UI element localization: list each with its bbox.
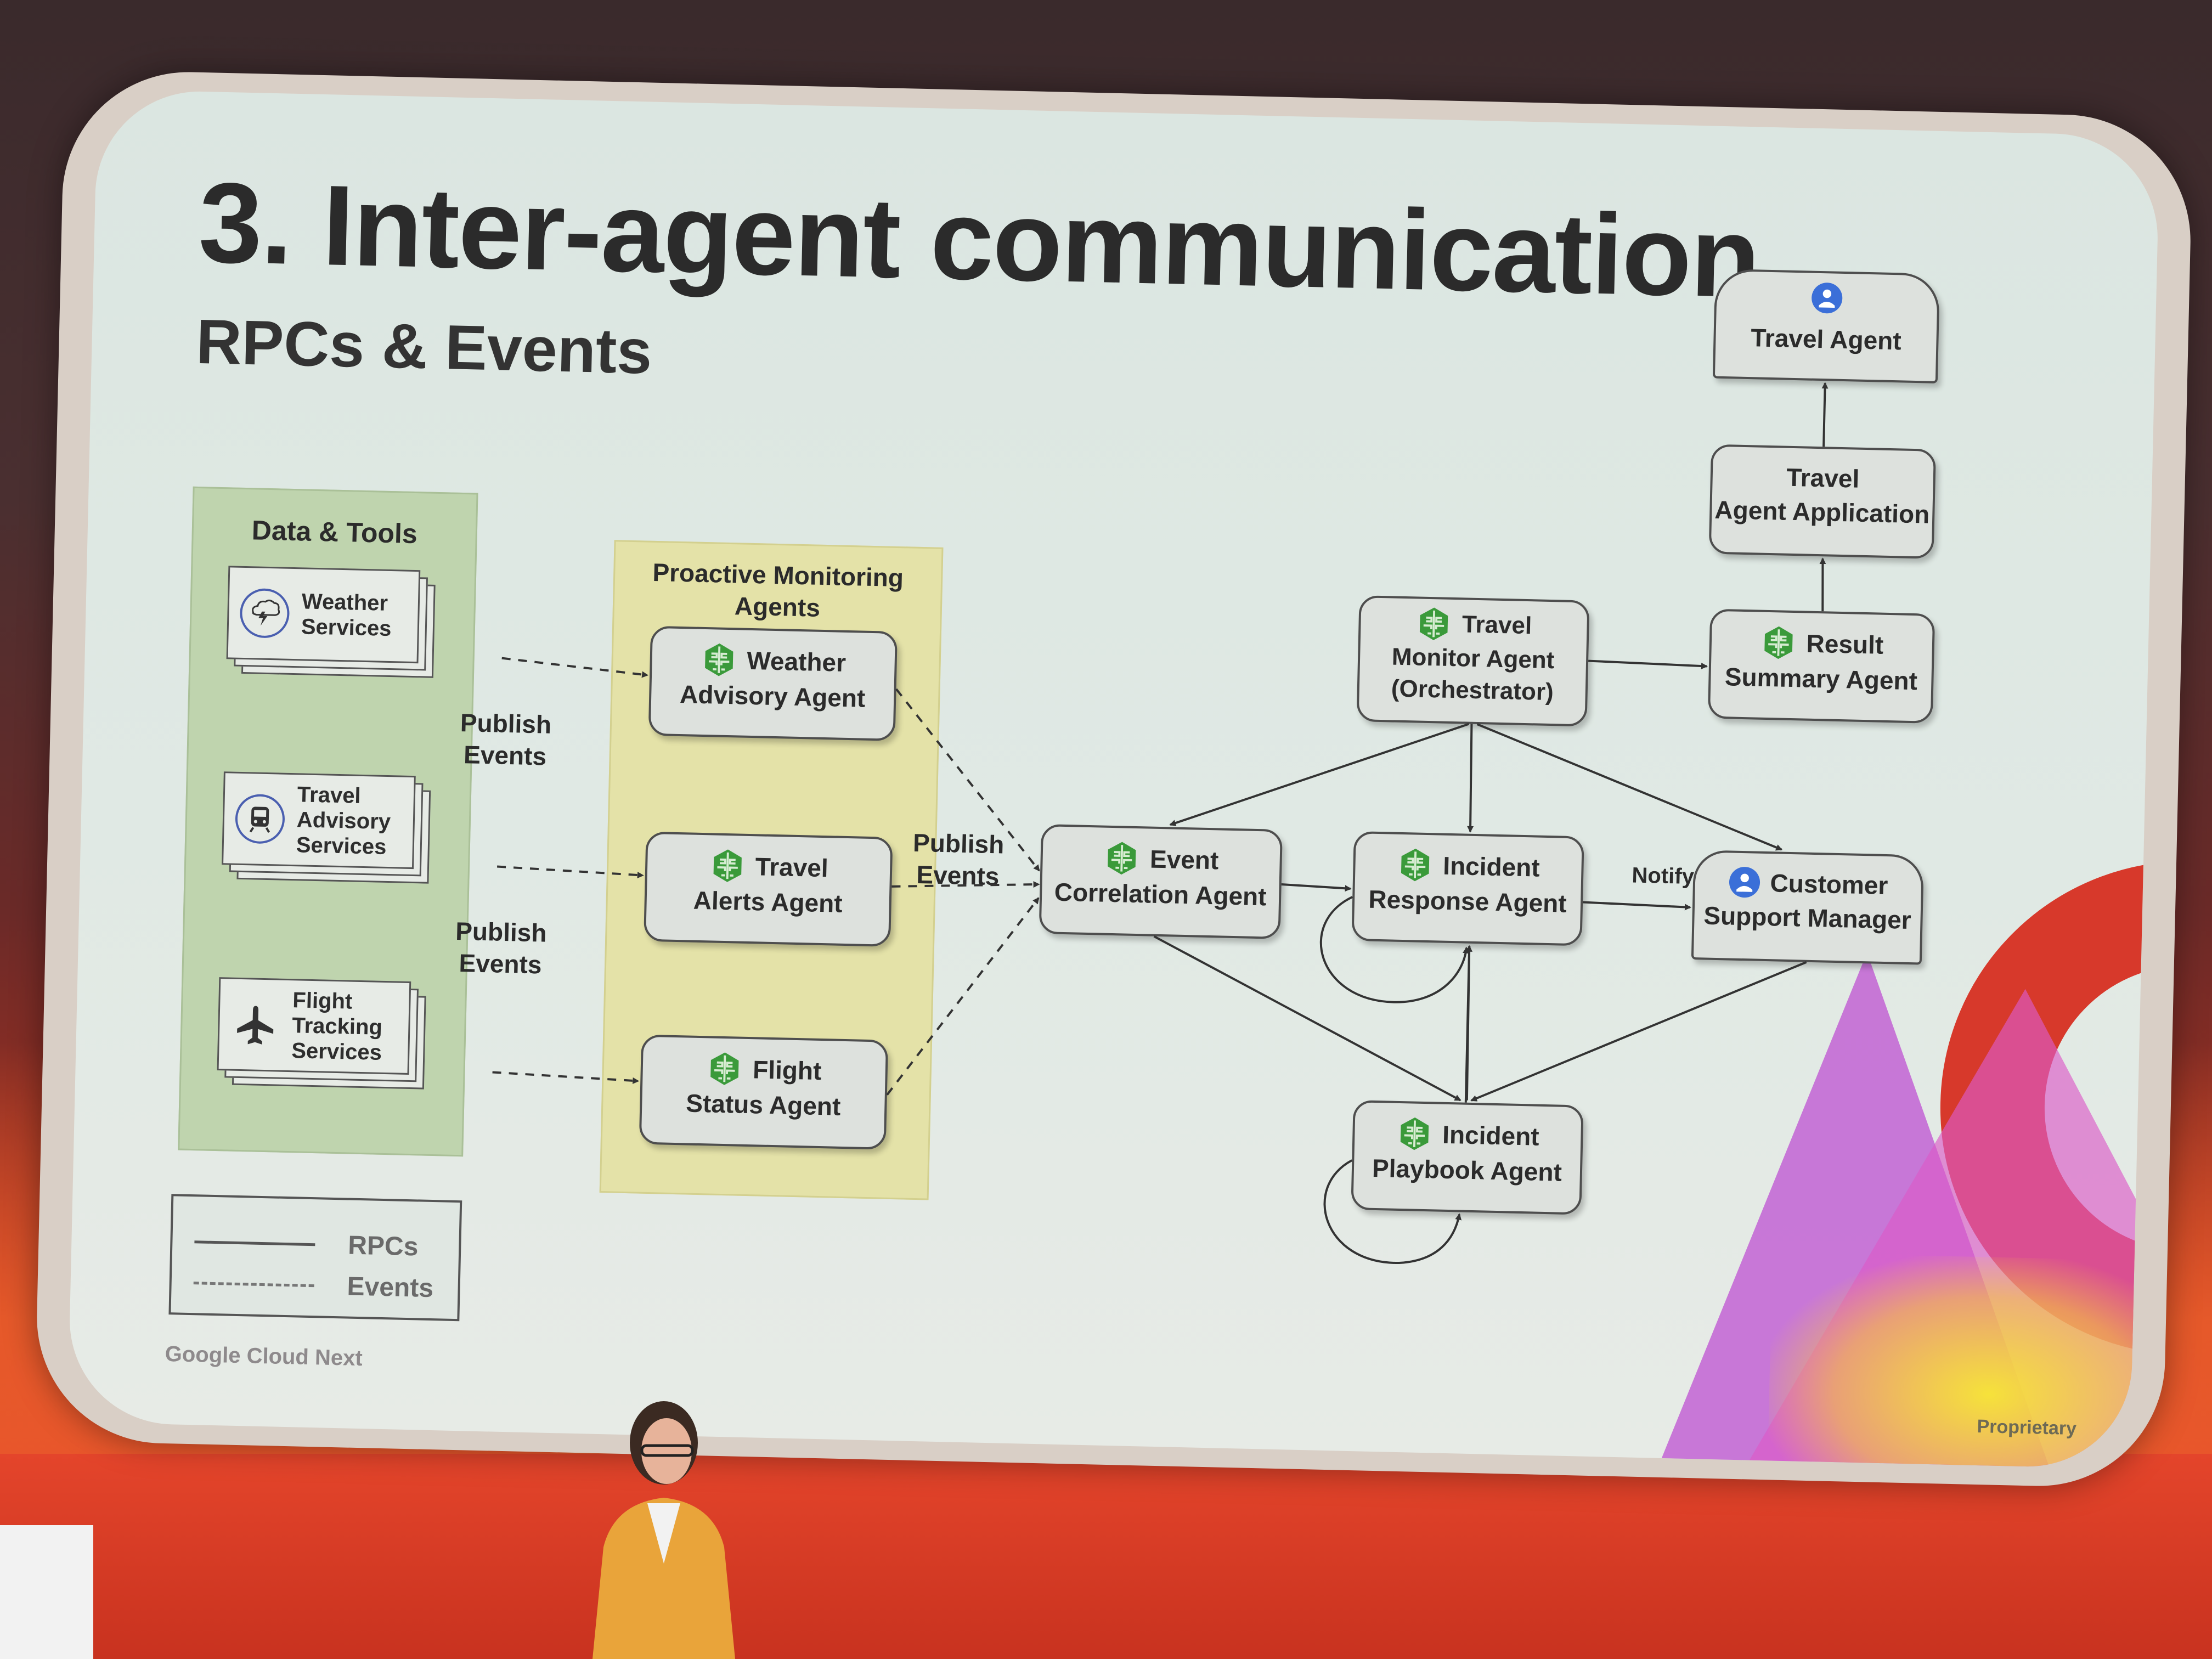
airplane-icon <box>230 1000 280 1050</box>
travel-agent-application-node: Travel Agent Application <box>1708 444 1937 559</box>
data-tools-group: Data & Tools Weather Services <box>178 486 478 1157</box>
edge-orchestrator-to-event-correlation <box>1169 723 1470 826</box>
stage-prop <box>0 1525 93 1659</box>
footer-brand: Google Cloud Next <box>165 1342 363 1371</box>
tool-card: Flight Tracking Services <box>217 977 411 1075</box>
presentation-slide: 3. Inter-agent communication RPCs & Even… <box>67 89 2160 1469</box>
customer-support-manager-node: Customer Support Manager <box>1691 850 1925 965</box>
tool-card: Weather Services <box>226 566 421 664</box>
edge-orchestrator-to-incident-response <box>1467 724 1474 833</box>
train-icon <box>234 793 285 844</box>
group-title: Data & Tools <box>251 515 418 550</box>
decorative-yellow-glow <box>1766 1252 2160 1469</box>
dashed-line-sample <box>193 1282 314 1288</box>
glasses-icon <box>640 1444 694 1457</box>
slide-subtitle: RPCs & Events <box>195 306 653 387</box>
travel-advisory-services-tool: Travel Advisory Services <box>222 771 431 884</box>
edge-orchestrator-to-customer-support <box>1476 723 1783 851</box>
presenter-shirt <box>647 1503 680 1564</box>
brain-icon <box>707 1050 743 1087</box>
travel-alerts-agent-node: Travel Alerts Agent <box>644 831 893 947</box>
solid-line-sample <box>194 1240 315 1246</box>
edge-event-correlation-to-incident-playbook <box>1153 935 1462 1102</box>
tool-card: Travel Advisory Services <box>222 771 416 870</box>
incident-response-agent-node: Incident Response Agent <box>1351 831 1584 946</box>
slide-title: 3. Inter-agent communication <box>197 159 1761 322</box>
tool-label: Weather Services <box>301 589 392 641</box>
presenter-jacket <box>592 1498 735 1659</box>
edge-orchestrator-to-result-summary <box>1588 659 1708 670</box>
footer-proprietary: Proprietary <box>1977 1416 2077 1440</box>
edge-result-summary-to-app <box>1819 557 1826 612</box>
incident-playbook-agent-node: Incident Playbook Agent <box>1351 1100 1584 1215</box>
result-summary-agent-node: Result Summary Agent <box>1707 608 1936 724</box>
weather-advisory-agent-node: Weather Advisory Agent <box>648 625 898 741</box>
legend-events: Events <box>193 1268 434 1304</box>
person-icon <box>1811 282 1843 314</box>
brain-icon <box>701 641 737 678</box>
presenter <box>592 1401 735 1659</box>
publish-events-label: Publish Events <box>455 916 548 979</box>
brain-icon <box>1415 605 1452 642</box>
weather-services-tool: Weather Services <box>226 566 436 678</box>
edge-playbook-to-incident-response <box>1464 945 1473 1103</box>
stage-floor <box>0 1454 2212 1659</box>
presenter-face <box>641 1418 692 1484</box>
edge-incident-response-to-playbook <box>1465 946 1471 1101</box>
tool-label: Travel Advisory Services <box>296 782 391 859</box>
travel-monitor-orchestrator-node: Travel Monitor Agent (Orchestrator) <box>1356 595 1590 727</box>
travel-agent-user-node: Travel Agent <box>1712 268 1940 383</box>
legend: RPCs Events <box>168 1194 462 1322</box>
event-correlation-agent-node: Event Correlation Agent <box>1039 824 1283 939</box>
storm-cloud-icon <box>239 588 290 639</box>
brain-icon <box>1103 840 1140 877</box>
brain-icon <box>1396 1115 1433 1152</box>
edge-event-correlation-to-incident-response <box>1281 883 1352 892</box>
brain-icon <box>1760 624 1797 661</box>
tool-label: Flight Tracking Services <box>291 988 383 1065</box>
group-title: Proactive Monitoring Agents <box>652 557 904 622</box>
brain-icon <box>709 847 746 884</box>
person-icon <box>1728 866 1760 898</box>
publish-events-label: Publish Events <box>912 828 1005 891</box>
brain-icon <box>1397 847 1434 883</box>
publish-events-label: Publish Events <box>460 708 552 771</box>
flight-status-agent-node: Flight Status Agent <box>639 1034 889 1150</box>
edge-incident-response-notify-customer-support <box>1583 901 1691 911</box>
flight-tracking-services-tool: Flight Tracking Services <box>217 977 426 1090</box>
edge-app-to-travel-agent <box>1821 382 1829 447</box>
legend-rpcs: RPCs <box>194 1227 419 1262</box>
